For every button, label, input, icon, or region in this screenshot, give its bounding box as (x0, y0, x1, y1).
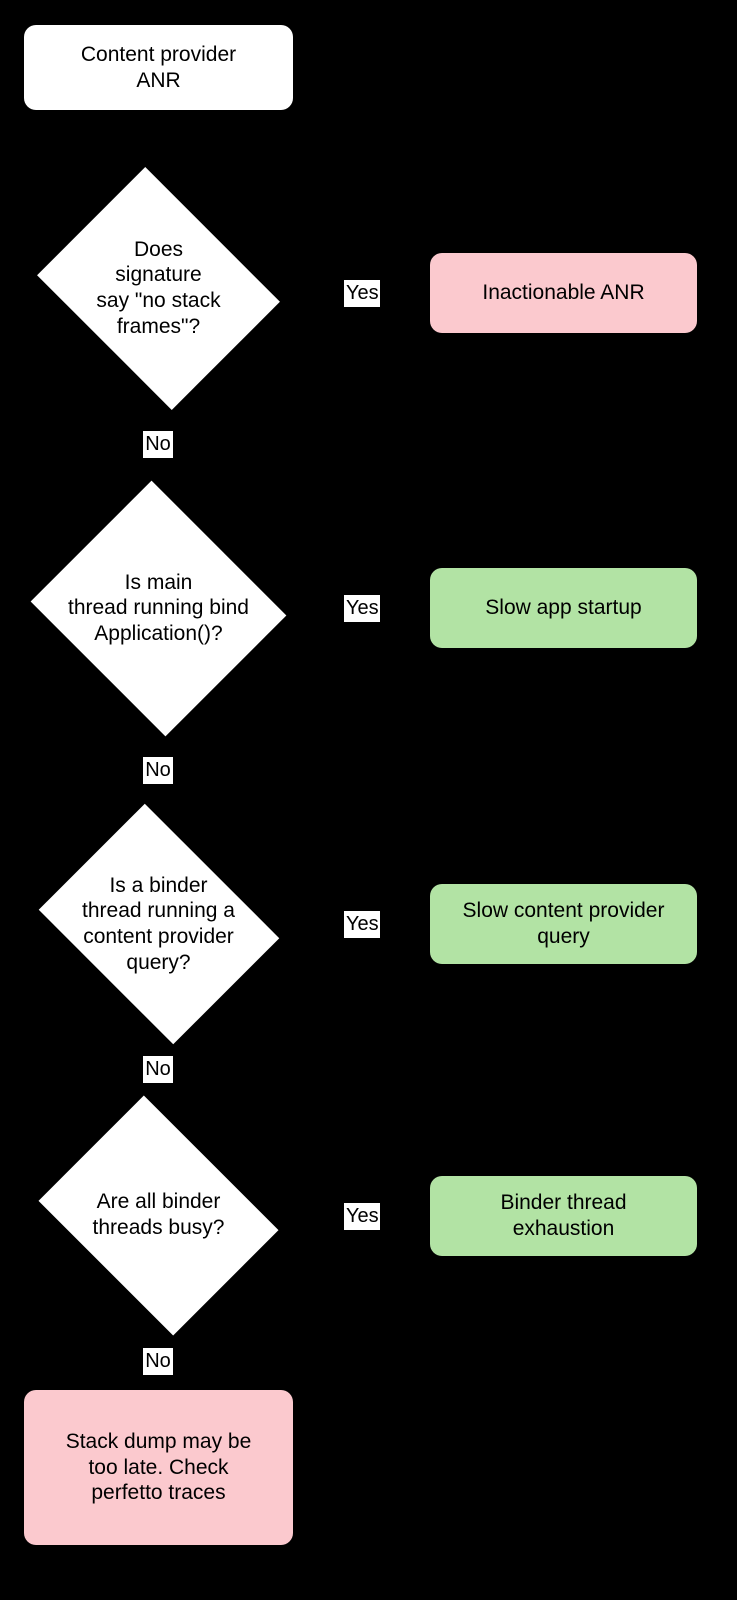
edge-label-yes-4: Yes (344, 1203, 380, 1230)
edge-label-yes-2: Yes (344, 595, 380, 622)
edge-label-yes-1: Yes (344, 280, 380, 307)
edge-label-no-1: No (143, 431, 173, 458)
outcome-node-slow-app-startup[interactable]: Slow app startup (430, 568, 697, 648)
start-node-content-provider-anr[interactable]: Content provider ANR (24, 25, 293, 110)
decision-node-bind-application[interactable]: Is main thread running bind Application(… (24, 480, 293, 736)
edge-label-no-4: No (143, 1348, 173, 1375)
final-node-check-perfetto-traces[interactable]: Stack dump may be too late. Check perfet… (24, 1390, 293, 1545)
decision-node-label: Are all binder threads busy? (92, 1190, 225, 1239)
decision-node-label: Does signature say "no stack frames"? (96, 237, 221, 338)
outcome-node-label: Slow app startup (485, 596, 642, 620)
outcome-node-binder-thread-exhaustion[interactable]: Binder thread exhaustion (430, 1176, 697, 1256)
decision-node-binder-threads-busy[interactable]: Are all binder threads busy? (24, 1094, 293, 1336)
outcome-node-label: Inactionable ANR (482, 281, 645, 305)
final-node-label: Stack dump may be too late. Check perfet… (65, 1430, 252, 1505)
edge-label-yes-3: Yes (344, 911, 380, 938)
edge-label-no-2: No (143, 757, 173, 784)
decision-node-label: Is main thread running bind Application(… (68, 570, 249, 645)
outcome-node-label: Binder thread exhaustion (500, 1191, 627, 1240)
edge-label-no-3: No (143, 1056, 173, 1083)
decision-node-binder-thread-query[interactable]: Is a binder thread running a content pro… (24, 803, 293, 1045)
start-node-label: Content provider ANR (80, 42, 237, 92)
outcome-node-slow-content-provider-query[interactable]: Slow content provider query (430, 884, 697, 964)
outcome-node-inactionable-anr[interactable]: Inactionable ANR (430, 253, 697, 333)
decision-node-label: Is a binder thread running a content pro… (82, 873, 235, 974)
decision-node-no-stack-frames[interactable]: Does signature say "no stack frames"? (24, 166, 293, 410)
outcome-node-label: Slow content provider query (462, 899, 665, 948)
